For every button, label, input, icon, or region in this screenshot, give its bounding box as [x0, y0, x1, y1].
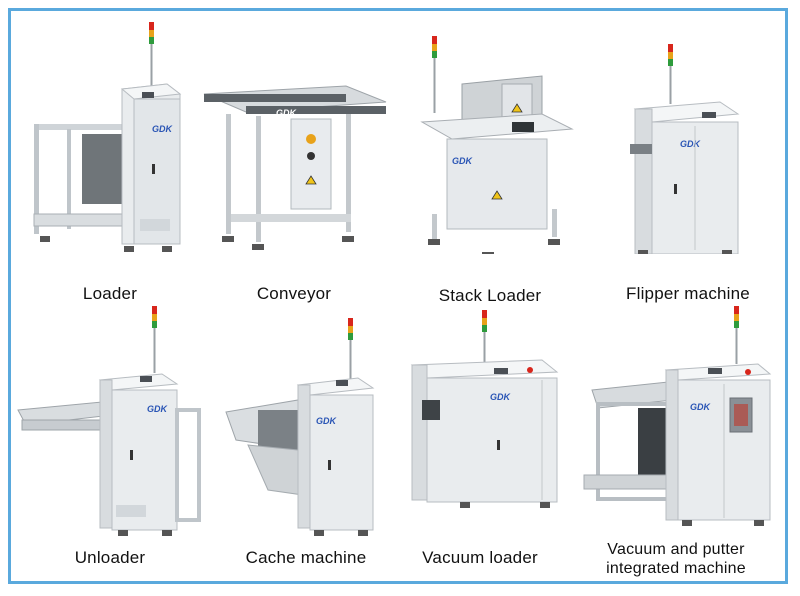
- product-name: Unloader: [74, 548, 146, 567]
- product-name: Cache machine: [245, 548, 367, 567]
- product-flipper-machine[interactable]: GDK Flipper machine: [590, 14, 786, 303]
- svg-text:GDK: GDK: [316, 416, 338, 426]
- svg-text:GDK: GDK: [152, 124, 174, 134]
- flipper-machine-image: GDK: [630, 44, 740, 254]
- product-cache-machine[interactable]: GDK Cache machine: [208, 300, 404, 586]
- product-name-line-1: Vacuum and putter: [607, 541, 745, 558]
- product-name: Conveyor: [256, 284, 332, 303]
- svg-text:GDK: GDK: [690, 402, 712, 412]
- vacuum-loader-machine-image: GDK: [410, 310, 559, 508]
- svg-text:GDK: GDK: [276, 108, 298, 118]
- product-name: Vacuum and putter integrated machine: [578, 540, 774, 578]
- product-unloader[interactable]: GDK Unloader: [12, 300, 208, 586]
- vacuum-putter-machine-image: GDK: [583, 306, 772, 526]
- product-name-line-2: integrated machine: [606, 560, 746, 577]
- product-conveyor[interactable]: GDK Conveyor: [196, 14, 392, 303]
- cache-machine-image: GDK: [225, 318, 375, 536]
- svg-text:GDK: GDK: [147, 404, 169, 414]
- svg-text:GDK: GDK: [680, 139, 702, 149]
- product-loader[interactable]: GDK Loader: [12, 14, 208, 303]
- svg-text:GDK: GDK: [490, 392, 512, 402]
- stack-loader-machine-image: GDK: [420, 36, 574, 254]
- product-vacuum-putter-integrated-machine[interactable]: GDK Vacuum and putter integrated machine: [578, 300, 774, 586]
- unloader-machine-image: GDK: [17, 306, 201, 536]
- product-vacuum-loader[interactable]: GDK Vacuum loader: [382, 300, 578, 586]
- product-name: Loader: [82, 284, 138, 303]
- loader-machine-image: GDK: [33, 22, 182, 252]
- product-name: Flipper machine: [626, 284, 750, 303]
- svg-text:GDK: GDK: [452, 156, 474, 166]
- product-stack-loader[interactable]: GDK Stack Loader: [392, 14, 588, 305]
- product-name: Vacuum loader: [422, 548, 538, 567]
- conveyor-machine-image: GDK: [203, 85, 387, 250]
- product-name: Stack Loader: [438, 286, 542, 305]
